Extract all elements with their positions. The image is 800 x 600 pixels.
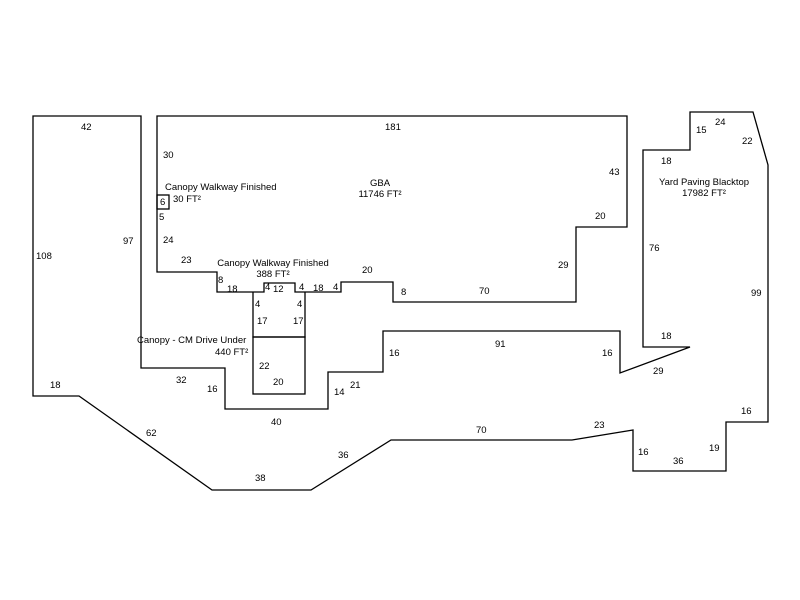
dimension-label: 181	[385, 122, 401, 133]
dimension-label: 15	[696, 125, 707, 136]
dimension-label: 24	[163, 235, 174, 246]
dimension-label: 36	[673, 456, 684, 467]
dimension-label: 23	[594, 420, 605, 431]
dimension-label: 21	[350, 380, 361, 391]
dimension-label: 8	[218, 275, 224, 286]
dimension-label: 99	[751, 288, 762, 299]
dimension-label: 22	[742, 136, 753, 147]
gba-size: 11746 FT²	[358, 189, 402, 200]
dimension-label: 17	[257, 316, 268, 327]
dimension-label: 17	[293, 316, 304, 327]
canopy-walkway-label: Canopy Walkway Finished 388 FT²	[212, 258, 334, 280]
dimension-label: 16	[741, 406, 752, 417]
dimension-label: 76	[649, 243, 660, 254]
canopy-walkway-size: 388 FT²	[256, 269, 290, 280]
yard-label: Yard Paving Blacktop 17982 FT²	[652, 177, 756, 199]
dimension-label: 22	[259, 361, 270, 372]
dimension-label: 19	[709, 443, 720, 454]
dimension-label: 4	[333, 282, 339, 293]
dimension-label: 18	[313, 283, 324, 294]
canopy-drive-name: Canopy - CM Drive Under	[137, 335, 247, 346]
dimension-label: 16	[602, 348, 613, 359]
dimension-label: 97	[123, 236, 134, 247]
dimension-label: 20	[595, 211, 606, 222]
dimension-label: 38	[255, 473, 266, 484]
gba-outline[interactable]	[156, 115, 628, 303]
dimension-label: 12	[273, 284, 284, 295]
dimension-label: 62	[146, 428, 157, 439]
dimension-label: 5	[159, 212, 165, 223]
dimension-label: 18	[227, 284, 238, 295]
dimension-label: 20	[273, 377, 284, 388]
dimension-label: 18	[661, 331, 672, 342]
dimension-label: 4	[297, 299, 303, 310]
dimension-label: 32	[176, 375, 187, 386]
dimension-label: 14	[334, 387, 345, 398]
canopy-small-name: Canopy Walkway Finished	[165, 182, 277, 193]
canopy-drive-size: 440 FT²	[215, 347, 249, 358]
yard-size: 17982 FT²	[682, 188, 726, 199]
dimension-label: 18	[661, 156, 672, 167]
gba-name: GBA	[369, 178, 391, 189]
dimension-label: 24	[715, 117, 726, 128]
dimension-label: 30	[163, 150, 174, 161]
dimension-label: 6	[160, 197, 166, 208]
dimension-label: 36	[338, 450, 349, 461]
canopy-small-size: 30 FT²	[173, 194, 201, 205]
dimension-label: 91	[495, 339, 506, 350]
dimension-label: 16	[389, 348, 400, 359]
yard-name: Yard Paving Blacktop	[658, 177, 750, 188]
dimension-label: 108	[36, 251, 52, 262]
dimension-label: 23	[181, 255, 192, 266]
dimension-label: 29	[558, 260, 569, 271]
dimension-label: 70	[479, 286, 490, 297]
dimension-label: 8	[401, 287, 407, 298]
dimension-label: 4	[265, 282, 271, 293]
dimension-label: 29	[653, 366, 664, 377]
dimension-label: 42	[81, 122, 92, 133]
dimension-label: 43	[609, 167, 620, 178]
canopy-small-box[interactable]	[156, 194, 170, 210]
dimension-label: 70	[476, 425, 487, 436]
dimension-label: 18	[50, 380, 61, 391]
dimension-label: 20	[362, 265, 373, 276]
dimension-label: 4	[299, 282, 305, 293]
dimension-label: 16	[207, 384, 218, 395]
canopy-drive-outline[interactable]	[252, 336, 306, 395]
site-outline[interactable]	[32, 111, 769, 491]
dimension-label: 4	[255, 299, 261, 310]
canopy-walkway-name: Canopy Walkway Finished	[217, 258, 329, 269]
dimension-label: 40	[271, 417, 282, 428]
dimension-label: 16	[638, 447, 649, 458]
gba-label: GBA 11746 FT²	[355, 178, 405, 200]
